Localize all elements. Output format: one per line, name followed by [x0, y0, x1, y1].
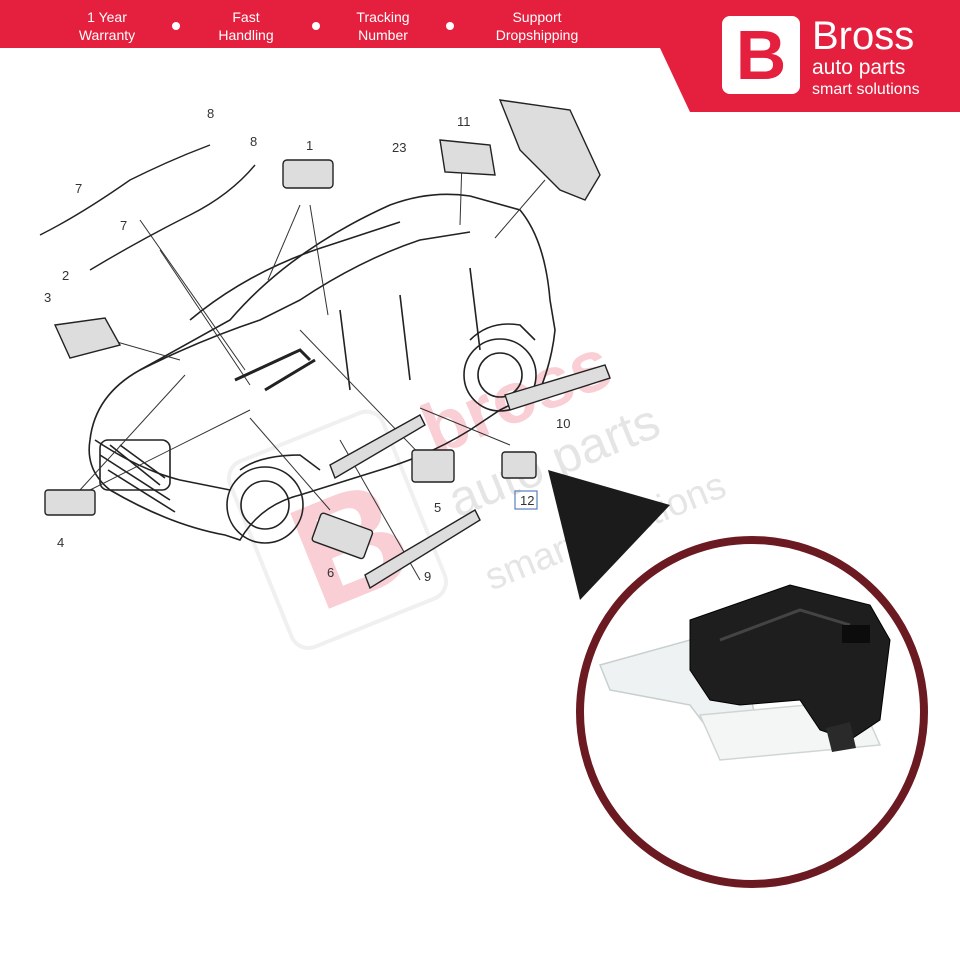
callout-2: 2: [62, 268, 69, 283]
callout-1: 1: [306, 138, 313, 153]
feature-dropshipping-line2: Dropshipping: [495, 27, 579, 43]
feature-warranty-line2: Warranty: [78, 27, 136, 43]
top-banner: 1 Year Warranty Fast Handling Tracking N…: [0, 0, 960, 112]
feature-tracking-line2: Number: [358, 27, 408, 43]
callout-3: 3: [44, 290, 51, 305]
feature-tracking-line1: Tracking: [356, 9, 410, 25]
parts: [39, 99, 611, 590]
callout-6: 6: [327, 565, 334, 580]
callout-12: 12: [520, 493, 534, 508]
pointer-arrow: [548, 470, 670, 600]
callout-4: 4: [57, 535, 64, 550]
callout-23: 23: [392, 140, 406, 155]
callout-9: 9: [424, 569, 431, 584]
brand-logo-mark: B: [722, 16, 800, 94]
feature-dropshipping: Support Dropshipping: [467, 8, 607, 44]
callout-8b: 8: [250, 134, 257, 149]
feature-dropshipping-line1: Support: [512, 9, 562, 25]
car-illustration: [88, 193, 556, 544]
callout-labels: 8 8 1 23 11 7 7 2 3 10 5 12 4 6 9: [44, 106, 570, 584]
brand-tagline: smart solutions: [812, 81, 920, 98]
callout-8a: 8: [207, 106, 214, 121]
separator-dot: [172, 22, 180, 30]
callout-12-box: [514, 490, 538, 510]
feature-handling-line2: Handling: [218, 27, 274, 43]
product-zoom: [576, 536, 928, 888]
separator-dot: [312, 22, 320, 30]
feature-warranty: 1 Year Warranty: [37, 8, 177, 44]
callout-11: 11: [457, 114, 471, 129]
feature-warranty-line1: 1 Year: [87, 9, 127, 25]
brand-subtitle: auto parts: [812, 56, 906, 79]
callout-7b: 7: [120, 218, 127, 233]
brand-name: Bross: [812, 14, 915, 58]
callout-10: 10: [556, 416, 570, 431]
feature-handling-line1: Fast: [232, 9, 260, 25]
callout-5: 5: [434, 500, 441, 515]
brand-logo-letter: B: [735, 16, 787, 94]
feature-handling: Fast Handling: [176, 8, 316, 44]
separator-dot: [446, 22, 454, 30]
callout-7a: 7: [75, 181, 82, 196]
feature-tracking: Tracking Number: [313, 8, 453, 44]
